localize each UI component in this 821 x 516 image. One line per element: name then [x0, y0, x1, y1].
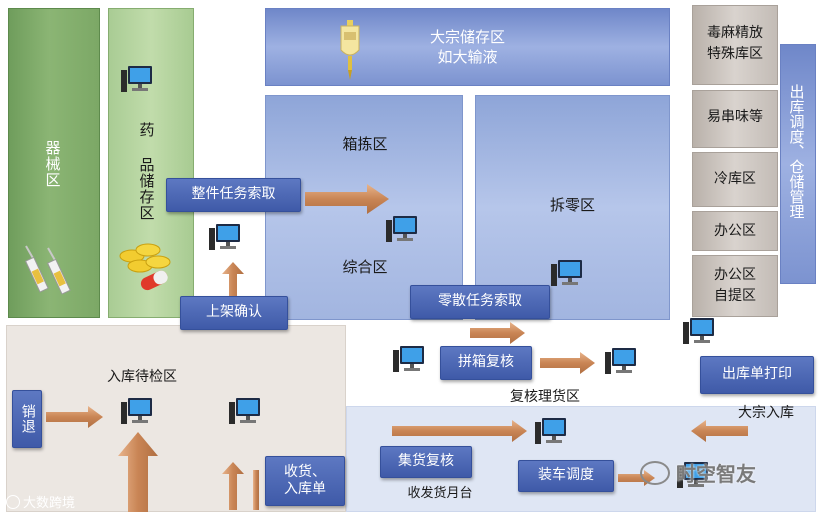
loading-dispatch-button[interactable]: 装车调度: [518, 460, 614, 492]
bulk-storage-label-2: 如大输液: [437, 48, 498, 66]
whole-task-button[interactable]: 整件任务索取: [166, 178, 301, 212]
gather-review-button[interactable]: 集货复核: [380, 446, 472, 478]
arrow-box-review: [540, 352, 595, 374]
split-zone-label: 拆零区: [549, 196, 595, 214]
arrow-return: [46, 406, 103, 428]
receiving-line-2: 入库单: [284, 481, 326, 497]
arrow-receiving-up: [222, 462, 244, 510]
general-zone-label: 综合区: [342, 258, 388, 276]
computer-icon-box-review: [393, 346, 424, 372]
syringe-icon-1: [24, 245, 49, 293]
receiving-button[interactable]: 收货、 入库单: [265, 456, 345, 506]
return-button[interactable]: 销退: [12, 390, 42, 448]
arrow-inbound-up: [118, 432, 158, 512]
office-zone-label: 办公区: [714, 223, 756, 239]
watermark-right-text: 时空智友: [676, 462, 756, 486]
receiving-line-1: 收货、: [284, 463, 326, 480]
office-zone: [692, 211, 778, 251]
odor-zone: [692, 90, 778, 148]
narcotics-zone: [692, 5, 778, 85]
drug-storage-zone-label: 药 品储存区: [137, 121, 156, 221]
iv-bag-icon: [340, 20, 360, 80]
loose-task-button[interactable]: 零散任务索取: [410, 285, 550, 319]
watermark-left-icon: [6, 494, 20, 509]
computer-icon-dispatch: [683, 318, 714, 344]
computer-icon-split: [551, 260, 582, 286]
case-picking-label: 箱拣区: [342, 135, 388, 153]
shelving-confirm-button[interactable]: 上架确认: [180, 296, 288, 330]
wechat-icon: [640, 460, 670, 485]
inbound-inspection-label: 入库待检区: [107, 369, 177, 385]
computer-icon-drug: [121, 66, 152, 92]
dispatch-zone: [780, 44, 816, 284]
cold-zone-label: 冷库区: [714, 171, 756, 187]
syringe-icon-2: [46, 247, 71, 295]
computer-icon-shelving: [209, 224, 240, 250]
equipment-zone-label: 器械区: [43, 140, 62, 188]
platform-label: 收发货月台: [407, 486, 473, 501]
arrow-gather: [392, 420, 527, 442]
computer-icon-inspection-2: [229, 398, 260, 424]
outbound-print-button[interactable]: 出库单打印: [700, 356, 814, 394]
narcotics-label-2: 特殊库区: [707, 46, 763, 62]
bulk-storage-label-1: 大宗储存区: [429, 28, 505, 46]
office-pickup-label-2: 自提区: [714, 288, 756, 304]
office-pickup-label-1: 办公区: [714, 267, 756, 283]
computer-icon-general: [386, 216, 417, 242]
pills-icon: [119, 243, 171, 291]
computer-icon-gather: [535, 418, 566, 444]
watermark-left-text: 大数跨境: [23, 496, 76, 511]
box-review-button[interactable]: 拼箱复核: [440, 346, 532, 380]
office-pickup-zone: [692, 255, 778, 317]
computer-icon-inspection-1: [121, 398, 152, 424]
watermark-left: 大数跨境: [6, 492, 75, 511]
review-sorting-label: 复核理货区: [510, 389, 580, 405]
bulk-storage-zone: [265, 8, 670, 86]
arrow-shelving-up: [222, 262, 244, 296]
narcotics-label-1: 毒麻精放: [707, 25, 763, 41]
bulk-inbound-label: 大宗入库: [738, 405, 794, 421]
computer-icon-review-sorting: [605, 348, 636, 374]
arrow-loose-task: [470, 322, 525, 344]
dispatch-label: 出库调度、仓储管理: [787, 84, 806, 219]
arrow-receiving-side: [253, 470, 259, 510]
computer-icon-loading: [677, 462, 708, 488]
arrow-bulk-inbound: [691, 420, 748, 442]
odor-zone-label: 易串味等: [707, 109, 763, 125]
arrow-to-case-picking: [305, 184, 389, 214]
watermark-right: 时空智友: [640, 458, 756, 487]
cold-zone: [692, 152, 778, 207]
